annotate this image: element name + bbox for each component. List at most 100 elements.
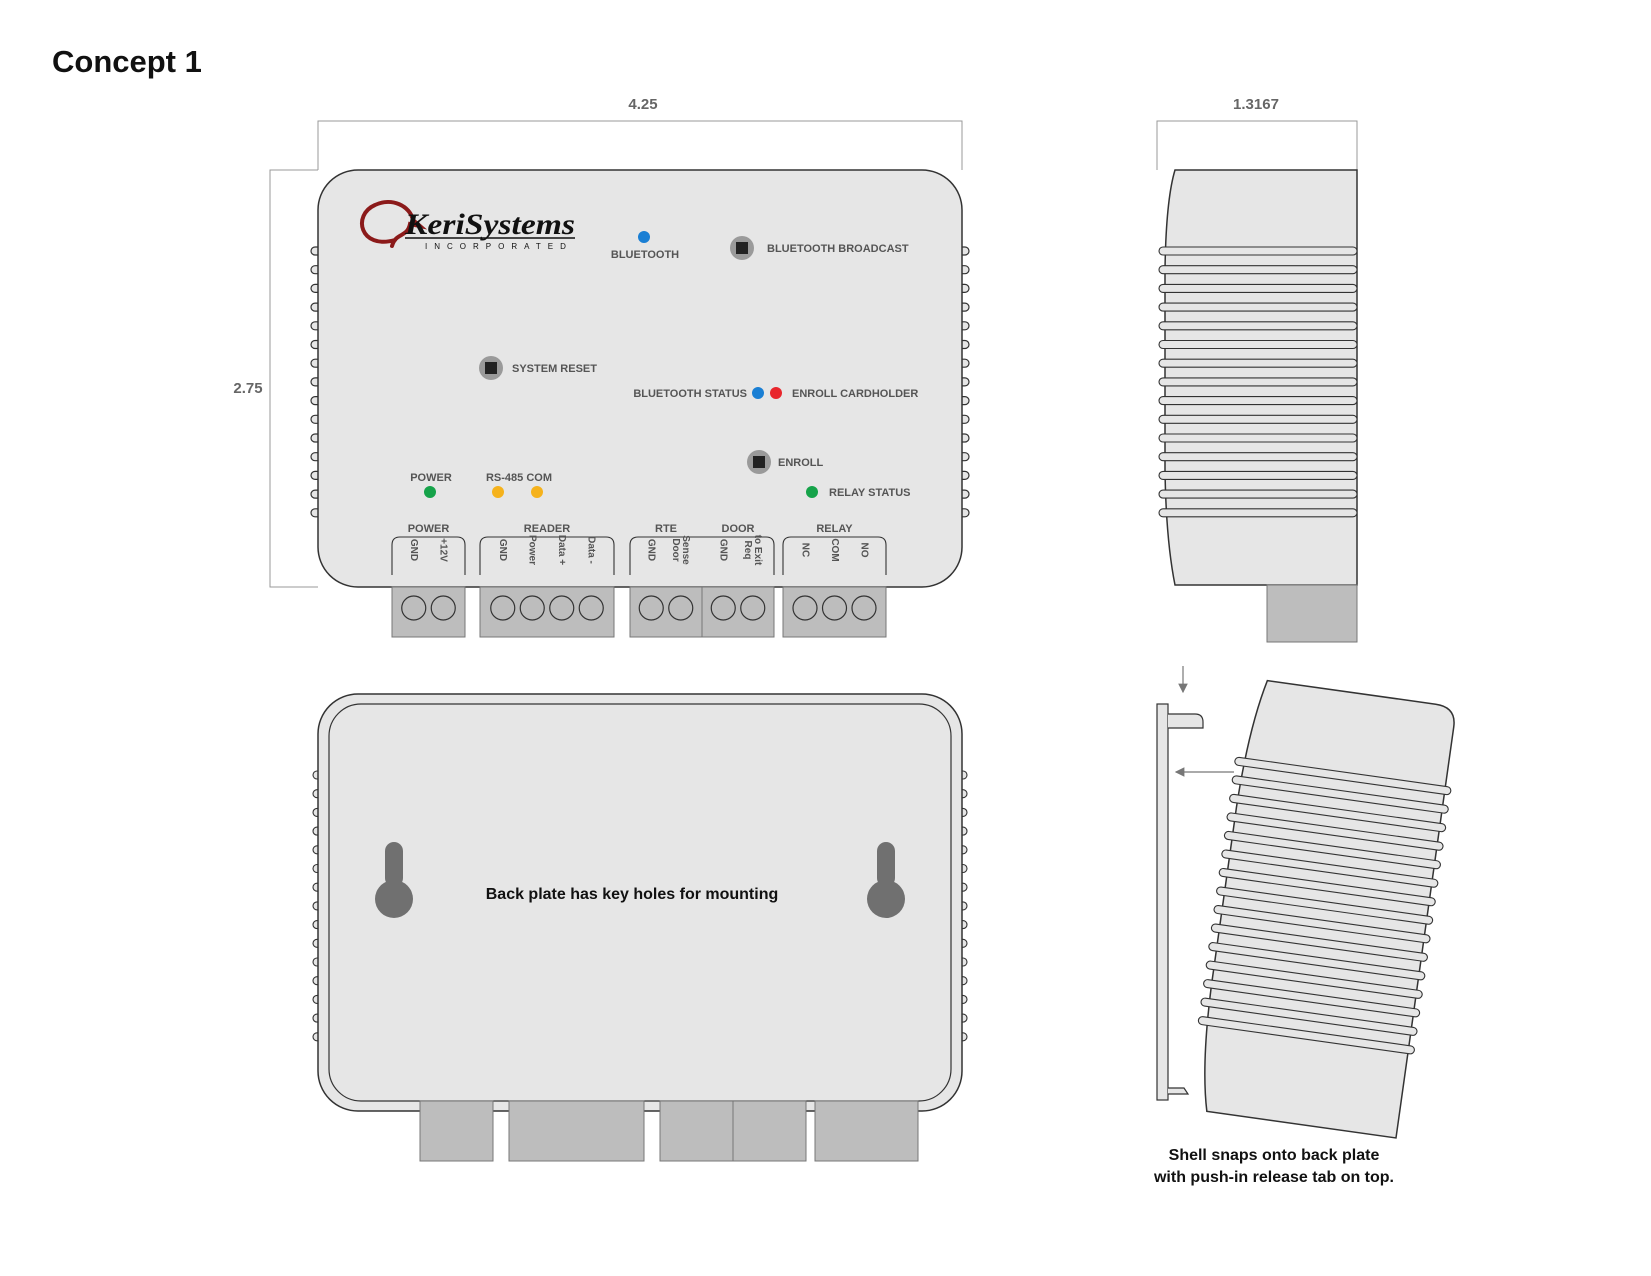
pin-label: GND xyxy=(497,539,508,561)
side-terminal-block xyxy=(1266,584,1358,643)
height-dimension: 2.75 xyxy=(233,380,262,397)
screw-terminal[interactable] xyxy=(740,595,766,621)
shell-rib xyxy=(1216,886,1434,925)
back-plate-caption: Back plate has key holes for mounting xyxy=(486,886,779,903)
bluetooth-broadcast-button[interactable] xyxy=(730,236,754,260)
terminal-group-power: POWER GND +12V xyxy=(391,523,466,638)
screw-terminal[interactable] xyxy=(638,595,664,621)
back-terminal-blocks xyxy=(419,1100,919,1162)
back-view: Back plate has key holes for mounting xyxy=(312,693,968,1162)
exploded-side-view: Shell snaps onto back plate with push-in… xyxy=(1153,666,1455,1186)
pin-label: Req xyxy=(742,541,753,560)
width-dimension: 4.25 xyxy=(628,96,657,113)
logo-subtitle: INCORPORATED xyxy=(425,242,573,251)
pin-label: GND xyxy=(646,539,657,561)
mounting-back-plate xyxy=(1156,703,1169,1101)
screw-terminal[interactable] xyxy=(430,595,456,621)
bluetooth-broadcast-label: BLUETOOTH BROADCAST xyxy=(767,243,909,255)
pin-label: Power xyxy=(527,535,538,565)
side-rib xyxy=(1158,470,1358,480)
front-view: KeriSystems INCORPORATED BLUETOOTH BLUET… xyxy=(310,169,970,638)
shell-rib xyxy=(1203,979,1421,1018)
system-reset-button[interactable] xyxy=(479,356,503,380)
screw-terminal[interactable] xyxy=(668,595,694,621)
side-rib xyxy=(1158,433,1358,443)
shell-rib xyxy=(1223,830,1441,870)
terminal-group-reader: READER GND Power Data + Data - xyxy=(479,523,615,638)
relay-status-led xyxy=(806,486,818,498)
pin-label: NC xyxy=(799,543,810,557)
screw-terminal[interactable] xyxy=(578,595,604,621)
terminal-group-label: POWER xyxy=(408,523,450,535)
terminal-group-label: DOOR xyxy=(722,523,755,535)
side-rib xyxy=(1158,339,1358,350)
side-rib xyxy=(1158,377,1358,387)
tilted-shell-ribs xyxy=(1197,756,1452,1055)
shell-rib xyxy=(1231,775,1449,814)
snap-caption-line-1: Shell snaps onto back plate xyxy=(1169,1147,1380,1164)
shell-rib xyxy=(1218,867,1436,907)
enroll-cardholder-led xyxy=(770,387,782,399)
rs485-label: RS-485 COM xyxy=(486,472,552,484)
side-rib xyxy=(1158,508,1358,518)
enroll-cardholder-label: ENROLL CARDHOLDER xyxy=(792,388,918,400)
dimension-lines xyxy=(269,120,1358,588)
right-keyhole xyxy=(867,842,905,918)
power-led xyxy=(424,486,436,498)
bluetooth-led xyxy=(638,231,650,243)
side-rib xyxy=(1158,321,1358,331)
logo-wordmark: KeriSystems xyxy=(404,208,575,241)
screw-terminal[interactable] xyxy=(519,595,545,621)
side-rib xyxy=(1158,489,1358,499)
bluetooth-status-label: BLUETOOTH STATUS xyxy=(633,388,747,400)
pin-label: NO xyxy=(858,543,869,558)
page-title: Concept 1 xyxy=(52,44,202,79)
terminal-blocks: POWER GND +12V READER GND Power Data + Data - RT… xyxy=(391,523,887,638)
pin-label: to Exit xyxy=(752,535,763,566)
pin-label: Data - xyxy=(586,536,597,564)
screw-terminal[interactable] xyxy=(549,595,575,621)
shell-rib xyxy=(1197,1016,1415,1055)
side-rib xyxy=(1158,302,1358,312)
screw-terminal[interactable] xyxy=(401,595,427,621)
side-rib xyxy=(1158,452,1358,462)
pin-label: GND xyxy=(408,539,419,561)
keri-systems-logo: KeriSystems INCORPORATED xyxy=(360,200,575,251)
rs485-led-1 xyxy=(492,486,504,498)
side-rib xyxy=(1158,358,1358,368)
shell-rib xyxy=(1226,812,1444,851)
pin-label: +12V xyxy=(438,538,449,562)
power-led-label: POWER xyxy=(410,472,452,484)
screw-terminal[interactable] xyxy=(821,595,848,621)
screw-terminal[interactable] xyxy=(710,595,736,621)
relay-status-label: RELAY STATUS xyxy=(829,487,911,499)
shell-rib xyxy=(1221,849,1439,888)
release-tab xyxy=(1168,713,1204,729)
pin-label: GND xyxy=(718,539,729,561)
terminal-group-label: RELAY xyxy=(816,523,853,535)
depth-dimension: 1.3167 xyxy=(1233,96,1279,113)
enroll-label: ENROLL xyxy=(778,457,824,469)
screw-terminal[interactable] xyxy=(851,595,877,621)
shell-rib xyxy=(1213,904,1431,944)
side-rib xyxy=(1158,414,1358,424)
terminal-group-label: READER xyxy=(524,523,571,535)
left-keyhole xyxy=(375,842,413,918)
bluetooth-label: BLUETOOTH xyxy=(611,249,679,261)
screw-terminal[interactable] xyxy=(490,595,516,621)
screw-terminal[interactable] xyxy=(792,595,818,621)
side-view xyxy=(1158,169,1358,643)
enroll-button[interactable] xyxy=(747,450,771,474)
system-reset-label: SYSTEM RESET xyxy=(512,363,597,375)
pin-label: Door xyxy=(670,538,681,561)
terminal-group-label: RTE xyxy=(655,523,677,535)
rs485-led-2 xyxy=(531,486,543,498)
pin-label: Data + xyxy=(556,535,567,565)
side-rib xyxy=(1158,265,1358,275)
snap-caption-line-2: with push-in release tab on top. xyxy=(1153,1169,1394,1186)
bluetooth-status-led xyxy=(752,387,764,399)
